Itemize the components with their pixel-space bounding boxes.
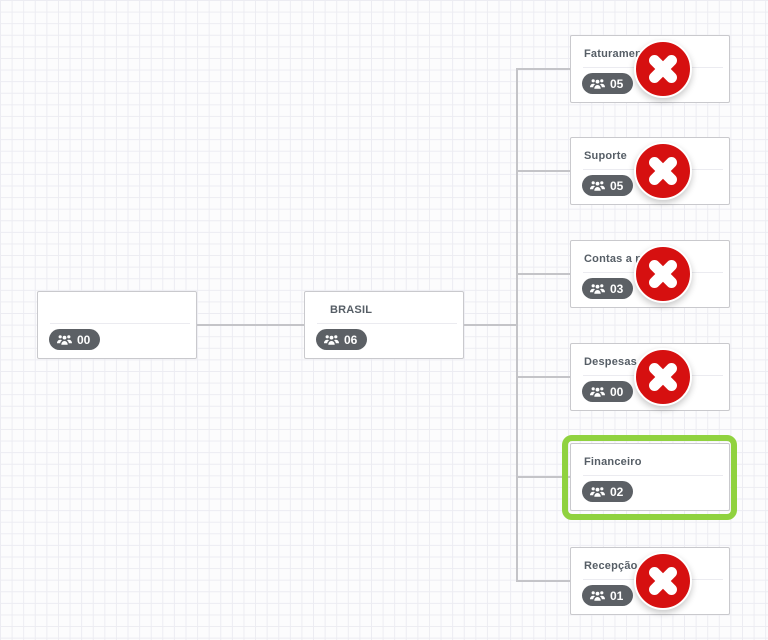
connector-branch-despesas (517, 376, 570, 378)
delete-node-button[interactable] (634, 245, 692, 303)
member-count: 02 (610, 484, 624, 499)
member-count: 06 (344, 332, 358, 347)
users-group-icon (590, 590, 605, 601)
connector-branch-financeiro (517, 476, 570, 478)
x-icon (636, 42, 690, 96)
org-node-recepcao[interactable]: Recepção 01 (570, 547, 730, 615)
connector-root-brasil (197, 324, 304, 326)
delete-node-button[interactable] (634, 40, 692, 98)
node-title: Recepção (584, 560, 638, 572)
member-count-badge: 00 (582, 381, 634, 402)
delete-node-button[interactable] (634, 348, 692, 406)
users-group-icon (590, 180, 605, 191)
connector-brasil-trunk (463, 324, 517, 326)
connector-branch-recepcao (517, 580, 570, 582)
org-node-suporte[interactable]: Suporte 05 (570, 137, 730, 205)
delete-node-button[interactable] (634, 142, 692, 200)
member-count: 05 (610, 76, 624, 91)
delete-node-button[interactable] (634, 552, 692, 610)
member-count-badge: 01 (582, 585, 634, 606)
member-count-badge: 05 (582, 73, 634, 94)
member-count-badge: 06 (316, 329, 368, 350)
connector-branch-suporte (517, 170, 570, 172)
member-count: 01 (610, 588, 624, 603)
users-group-icon (590, 78, 605, 89)
node-title: Financeiro (584, 456, 642, 468)
connector-branch-contas (517, 273, 570, 275)
org-node-contas-a-pagar[interactable]: Contas a pagar 03 (570, 240, 730, 308)
users-group-icon (590, 386, 605, 397)
org-node-root[interactable]: 00 (37, 291, 197, 359)
member-count: 00 (77, 332, 91, 347)
org-node-despesas[interactable]: Despesas 00 (570, 343, 730, 411)
node-title: Despesas (584, 356, 637, 368)
users-group-icon (324, 334, 339, 345)
org-node-faturamento[interactable]: Faturamento 05 (570, 35, 730, 103)
users-group-icon (590, 283, 605, 294)
node-divider (583, 475, 723, 476)
member-count: 00 (610, 384, 624, 399)
org-node-brasil[interactable]: BRASIL 06 (304, 291, 464, 359)
member-count-badge: 05 (582, 175, 634, 196)
node-divider (50, 323, 190, 324)
member-count-badge: 02 (582, 481, 634, 502)
x-icon (636, 350, 690, 404)
connector-trunk (516, 68, 518, 582)
connector-branch-faturamento (517, 68, 570, 70)
x-icon (636, 554, 690, 608)
member-count: 05 (610, 178, 624, 193)
member-count: 03 (610, 281, 624, 296)
x-icon (636, 144, 690, 198)
node-title: BRASIL (330, 304, 373, 316)
member-count-badge: 00 (49, 329, 101, 350)
node-title: Suporte (584, 150, 627, 162)
node-divider (317, 323, 457, 324)
users-group-icon (57, 334, 72, 345)
member-count-badge: 03 (582, 278, 634, 299)
org-node-financeiro[interactable]: Financeiro 02 (570, 443, 730, 511)
users-group-icon (590, 486, 605, 497)
x-icon (636, 247, 690, 301)
